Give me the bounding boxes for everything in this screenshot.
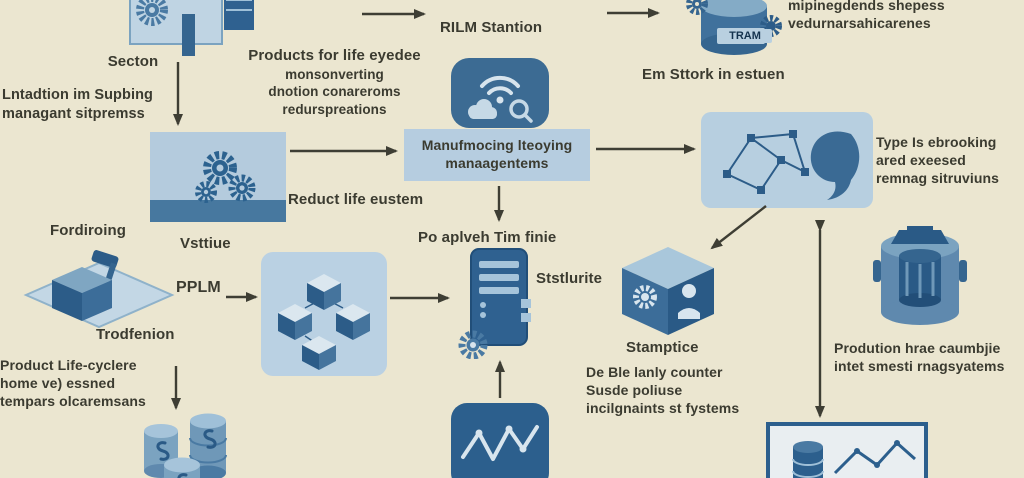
label-fordiroing: Fordiroing: [50, 222, 126, 239]
blocks-icon: [261, 252, 387, 376]
label-type-is: Type Is ebrooking ared exeesed remnag si…: [876, 134, 1000, 186]
network-leaf-icon: [701, 112, 873, 208]
mixer-machine-icon: [873, 226, 967, 325]
label-top-right: mipinegdends shepess vedurnarsahicarenes: [788, 0, 945, 31]
label-lntadtion: Lntadtion im Supbing managant sitpremss: [2, 87, 154, 122]
tram-badge: TRAM: [718, 29, 772, 43]
gears-panel-icon: [150, 132, 286, 222]
manufacturing-label: Manufmocing lteoying manaagentems: [421, 137, 573, 171]
label-products-sub: monsonverting dnotion conareroms redursp…: [268, 67, 401, 117]
manufacturing-box: Manufmocing lteoying manaagentems: [404, 129, 590, 181]
label-product-life: Product Life-cyclere home ve) essned tem…: [0, 357, 146, 409]
label-products-title: Products for life eyedee: [248, 47, 421, 64]
label-rilm-station: RILM Stantion: [440, 19, 543, 36]
label-de-ble: De Ble lanly counter Susde poliuse incil…: [586, 364, 740, 416]
label-em-stork: Em Sttork in estuen: [642, 66, 785, 83]
label-prodution: Prodution hrae caumbjie intet smesti rna…: [834, 340, 1005, 374]
label-stamptice: Stamptice: [626, 339, 699, 356]
factory-icon: [129, 0, 254, 56]
label-ststlurite: Ststlurite: [536, 270, 603, 287]
label-trodfenion: Trodfenion: [96, 326, 175, 343]
label-reduct: Reduct life eustem: [288, 191, 424, 208]
label-pplm: PPLM: [176, 279, 221, 296]
waveform-icon: [451, 403, 549, 478]
platform-box-icon: [23, 250, 175, 329]
chart-panel-icon: [766, 422, 928, 478]
label-secton: Secton: [107, 53, 159, 70]
wifi-cloud-icon: [451, 58, 549, 128]
coin-stacks-icon: [144, 413, 227, 478]
server-icon: [458, 248, 531, 359]
label-po-aplveh: Po aplveh Tim finie: [418, 229, 557, 246]
cube-gear-icon: [622, 247, 714, 335]
label-vsttiue: Vsttiue: [180, 235, 231, 252]
